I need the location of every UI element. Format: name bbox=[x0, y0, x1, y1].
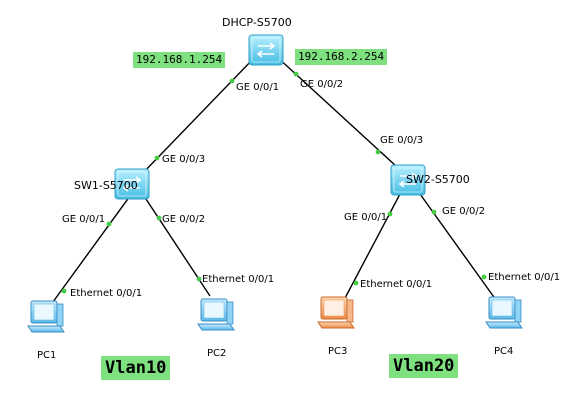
pc4-label: PC4 bbox=[494, 346, 513, 357]
switch-icon bbox=[248, 34, 284, 66]
pc2[interactable]: PC2 bbox=[197, 298, 235, 359]
link-core-sw2 bbox=[275, 55, 397, 167]
sw1-switch[interactable]: SW1-S5700 bbox=[74, 168, 150, 200]
vlan-label-right: Vlan20 bbox=[389, 354, 459, 378]
gateway-label-right: 192.168.2.254 bbox=[295, 49, 388, 65]
sw2-switch[interactable]: SW2-S5700 bbox=[390, 164, 470, 196]
port-dot bbox=[156, 215, 162, 221]
port-labels: GE 0/0/1 GE 0/0/2 GE 0/0/3 GE 0/0/3 GE 0… bbox=[62, 79, 560, 299]
port-dot bbox=[293, 71, 299, 77]
port-label: Ethernet 0/0/1 bbox=[360, 279, 432, 290]
port-label: GE 0/0/1 bbox=[62, 214, 105, 225]
port-dot bbox=[431, 209, 437, 215]
port-label: GE 0/0/3 bbox=[380, 135, 423, 146]
pc-icon bbox=[27, 300, 65, 333]
pc-icon bbox=[485, 296, 523, 329]
link-sw1-pc1 bbox=[49, 195, 131, 307]
port-dot bbox=[106, 221, 112, 227]
port-label: GE 0/0/2 bbox=[442, 206, 485, 217]
port-dot bbox=[353, 280, 359, 286]
core-switch[interactable]: DHCP-S5700 bbox=[222, 16, 292, 66]
port-label: GE 0/0/3 bbox=[162, 154, 205, 165]
link-sw2-pc3 bbox=[343, 193, 401, 301]
port-dot bbox=[387, 211, 393, 217]
port-dot bbox=[229, 78, 235, 84]
pc3[interactable]: PC3 bbox=[317, 296, 355, 357]
pc-icon bbox=[197, 298, 235, 331]
port-dot bbox=[154, 155, 160, 161]
port-dot bbox=[375, 149, 381, 155]
port-dot bbox=[196, 276, 202, 282]
port-dot bbox=[61, 288, 67, 294]
gateway-label-left: 192.168.1.254 bbox=[133, 52, 226, 68]
port-label: Ethernet 0/0/1 bbox=[70, 288, 142, 299]
port-dot bbox=[481, 274, 487, 280]
port-dots bbox=[61, 71, 487, 294]
port-label: Ethernet 0/0/1 bbox=[202, 274, 274, 285]
pc2-label: PC2 bbox=[207, 348, 226, 359]
port-label: GE 0/0/1 bbox=[344, 212, 387, 223]
port-label: GE 0/0/2 bbox=[300, 79, 343, 90]
pc1-label: PC1 bbox=[37, 350, 56, 361]
pc4[interactable]: PC4 bbox=[485, 296, 523, 357]
port-label: GE 0/0/2 bbox=[162, 214, 205, 225]
sw2-switch-label: SW2-S5700 bbox=[406, 173, 470, 186]
pc3-label: PC3 bbox=[328, 346, 347, 357]
vlan-label-left: Vlan10 bbox=[101, 356, 171, 380]
pc-icon bbox=[317, 296, 355, 329]
core-switch-label: DHCP-S5700 bbox=[222, 16, 292, 29]
link-core-sw1 bbox=[139, 55, 257, 177]
sw1-switch-label: SW1-S5700 bbox=[74, 179, 138, 192]
port-label: Ethernet 0/0/1 bbox=[488, 272, 560, 283]
pc1[interactable]: PC1 bbox=[27, 300, 65, 361]
port-label: GE 0/0/1 bbox=[236, 82, 279, 93]
